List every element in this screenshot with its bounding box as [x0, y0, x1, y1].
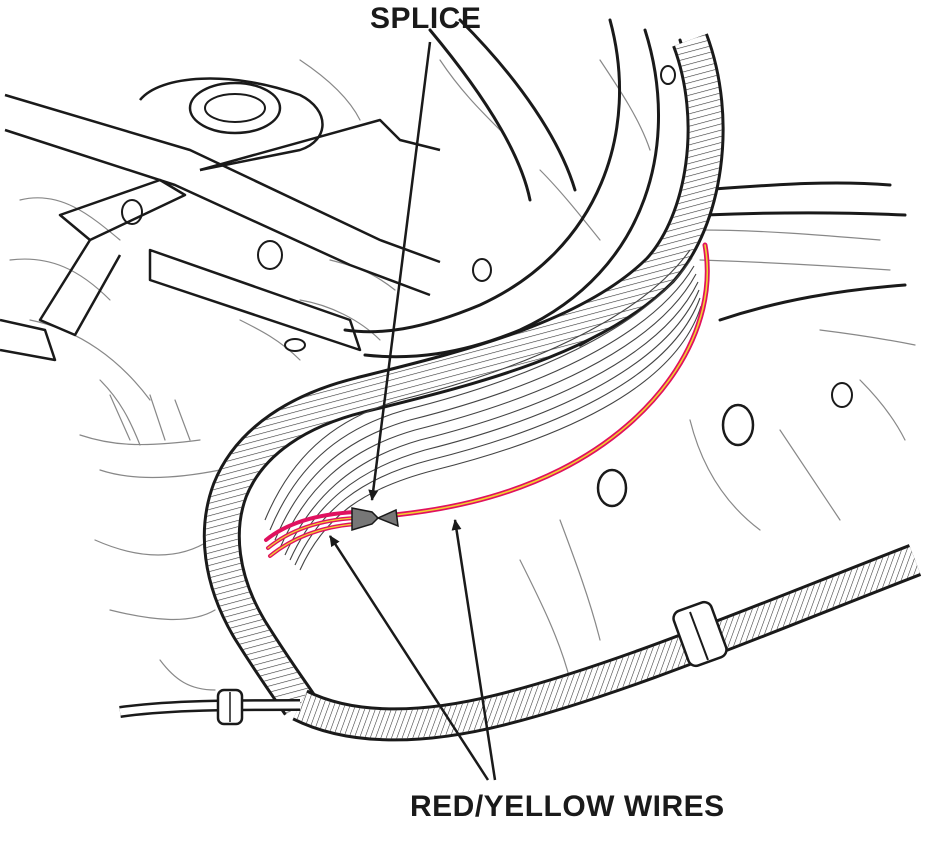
left-branch-cable [119, 688, 301, 726]
background-sketch [9, 59, 916, 691]
body-hole [721, 403, 755, 447]
body-hole [596, 468, 628, 508]
harness-conduit [202, 33, 725, 716]
well-hole [472, 258, 492, 282]
callout-arrows [328, 41, 497, 781]
wires-arrow-left [328, 535, 490, 781]
well-hole [660, 65, 676, 85]
frame-rail [0, 77, 441, 362]
bolt-hole [121, 199, 143, 225]
splice-label: SPLICE [370, 2, 482, 35]
mount-hole-inner [204, 93, 266, 123]
red-yellow-wires-label: RED/YELLOW WIRES [410, 790, 725, 823]
lower-conduit [292, 544, 922, 742]
splice-connector [351, 507, 399, 532]
red-yellow-wires [264, 242, 710, 558]
splice-arrow [368, 41, 432, 501]
bolt-hole [257, 240, 283, 270]
bolt-hole [284, 338, 306, 352]
body-hole [831, 382, 853, 408]
mount-hole [188, 81, 282, 135]
wires-arrow-right [451, 519, 497, 781]
